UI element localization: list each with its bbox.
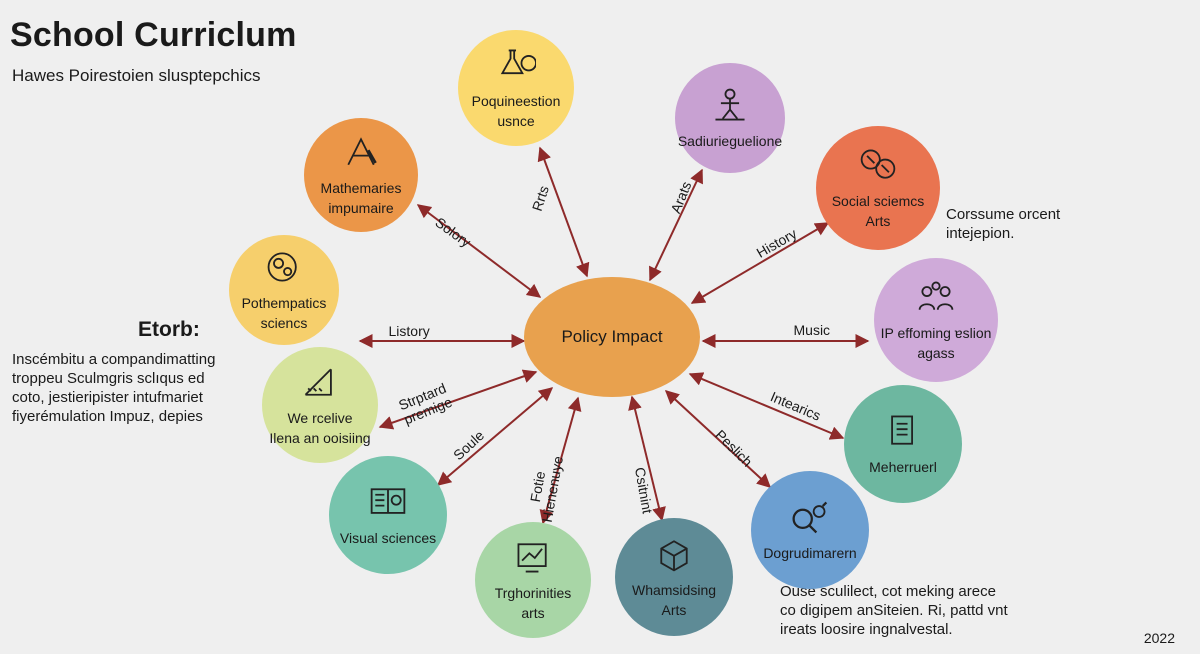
right-note: Corssume orcent intejepion.: [946, 206, 1061, 242]
node-whamsidsing: Whamsidsing Arts: [615, 518, 733, 636]
hub-node-policy-impact: Policy Impact: [524, 277, 700, 397]
node-label: Visual sciences: [339, 530, 437, 546]
node-label: Whamsidsing Arts: [631, 582, 717, 618]
edge-arrow-poquineestion: [537, 146, 590, 278]
people-icon: [916, 277, 956, 317]
edge-arrow-trghorinities: [539, 396, 582, 525]
edge-arrow-we-rcelive: [378, 369, 538, 430]
cube-icon: [654, 534, 694, 574]
magnifier-icon: [790, 497, 830, 537]
node-label: Dogrudimarern: [763, 545, 857, 561]
hub-label: Policy Impact: [561, 327, 663, 346]
node-pothempatics: Pothempatics sciencs: [229, 235, 339, 345]
node-label: We rcelive Ilena an ooisiing: [269, 410, 371, 446]
node-label: Trghorinities arts: [494, 585, 572, 621]
year-label: 2022: [1143, 630, 1175, 646]
node-label: Sadiurieguelione: [677, 133, 783, 149]
node-meherruerl: Meherruerl: [844, 385, 962, 503]
node-label: Mathemaries impumaire: [320, 180, 402, 216]
node-visual-sciences: Visual sciences: [329, 456, 447, 574]
book-icon: [368, 482, 408, 522]
figure-icon: [710, 85, 750, 125]
node-social-sciences: Social sciemcs Arts: [816, 126, 940, 250]
compass-icon: [341, 132, 381, 172]
gears-icon: [264, 247, 304, 287]
node-label: IP effoming ɐslion agass: [880, 325, 992, 361]
side-paragraph: Inscémbitu a compandimatting troppeu Scu…: [12, 351, 216, 425]
edge-arrow-mathemaries: [416, 204, 542, 298]
chart-icon: [513, 537, 553, 577]
ruler-icon: [300, 362, 340, 402]
node-mathemaries: Mathemaries impumaire: [304, 118, 418, 232]
node-label: Social sciemcs Arts: [831, 193, 925, 229]
edge-arrow-meherruerl: [688, 372, 845, 440]
node-label: Pothempatics sciencs: [241, 295, 327, 331]
edge-arrow-dogrudimarern: [664, 390, 772, 488]
flask-icon: [496, 45, 536, 85]
node-label: Poquineestion usnce: [471, 93, 561, 129]
node-sadiurieguelione: Sadiurieguelione: [675, 63, 785, 173]
node-trghorinities: Trghorinities arts: [475, 522, 591, 638]
bottom-note: Ouse sculilect, cot meking arece co digi…: [780, 583, 1008, 638]
edge-label-ip-effoming: Music: [793, 321, 831, 338]
node-dogrudimarern: Dogrudimarern: [751, 471, 869, 589]
node-poquineestion: Poquineestion usnce: [458, 30, 574, 146]
document-icon: [883, 411, 923, 451]
page-subtitle: Hawes Poirestoien slusptepchics: [12, 66, 261, 85]
node-ip-effoming: IP effoming ɐslion agass: [874, 258, 998, 382]
edge-label-pothempatics: Listory: [388, 322, 430, 339]
edge-arrow-sadiurieguelione: [649, 168, 703, 282]
edge-arrow-whamsidsing: [628, 395, 666, 522]
globe-icon: [858, 145, 898, 185]
page-title: School Curriclum: [10, 16, 297, 54]
node-we-rcelive: We rcelive Ilena an ooisiing: [262, 347, 378, 463]
side-heading: Etorb:: [138, 318, 200, 341]
node-label: Meherruerl: [869, 459, 937, 475]
edge-arrow-social-sciences: [690, 222, 830, 304]
